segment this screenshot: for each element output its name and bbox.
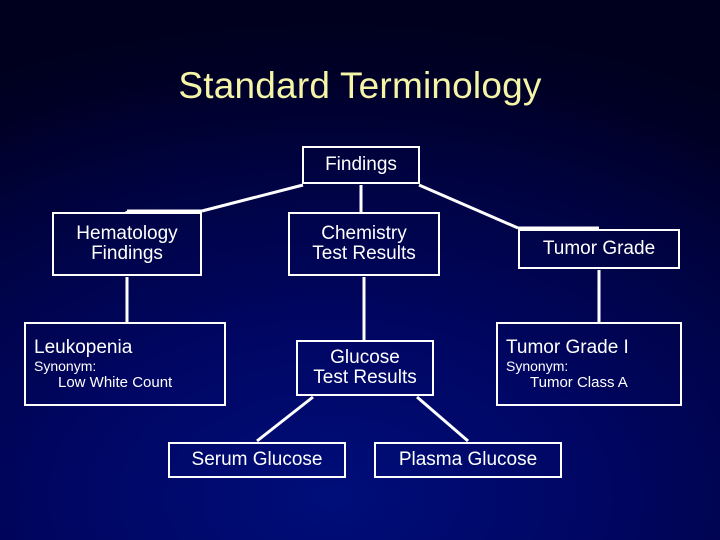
page-title: Standard Terminology [178,65,542,106]
node-glucose-line2: Test Results [313,367,417,388]
node-glucose-test-results[interactable]: Glucose Test Results [296,340,434,396]
node-leukopenia-synonym-value: Low White Count [58,373,173,391]
node-serum-glucose[interactable]: Serum Glucose [168,442,346,478]
node-plasma-glucose-label: Plasma Glucose [398,448,538,470]
node-chemistry-test-results[interactable]: Chemistry Test Results [288,212,440,276]
node-serum-glucose-label: Serum Glucose [191,448,323,470]
node-leukopenia[interactable]: Leukopenia Synonym: Low White Count [24,322,226,406]
node-hematology-findings[interactable]: Hematology Findings [52,212,202,276]
node-tumor-grade[interactable]: Tumor Grade [518,229,680,269]
node-glucose-line1: Glucose [330,346,400,368]
node-hematology-line1: Hematology [76,222,178,244]
node-plasma-glucose[interactable]: Plasma Glucose [374,442,562,478]
node-chemistry-line1: Chemistry [321,222,407,244]
node-findings-label: Findings [325,153,397,175]
node-findings[interactable]: Findings [302,146,420,184]
node-leukopenia-term: Leukopenia [34,336,133,358]
node-tumor-grade-i-synonym-value: Tumor Class A [530,373,628,391]
node-tumor-grade-label: Tumor Grade [542,237,656,259]
node-tumor-grade-i-synonym-label: Synonym: [506,357,569,374]
node-chemistry-line2: Test Results [312,243,416,264]
node-tumor-grade-i-term: Tumor Grade I [506,336,629,358]
node-tumor-grade-i[interactable]: Tumor Grade I Synonym: Tumor Class A [496,322,682,406]
node-leukopenia-synonym-label: Synonym: [34,357,97,374]
node-hematology-line2: Findings [91,243,163,264]
